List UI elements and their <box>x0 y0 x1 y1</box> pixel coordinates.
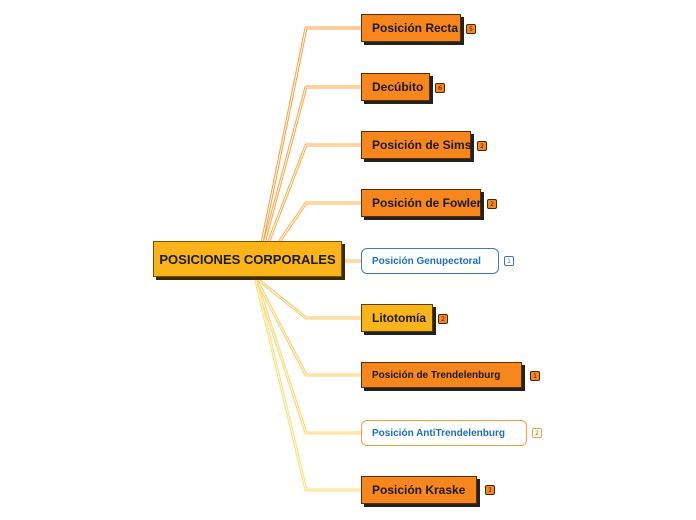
branch-posicion-de-fowler[interactable]: Posición de Fowler <box>361 189 481 217</box>
branch-label: Litotomía <box>372 311 426 325</box>
count-badge: 5 <box>466 24 476 34</box>
branch-litotomia[interactable]: Litotomía <box>361 304 433 332</box>
branch-posicion-recta[interactable]: Posición Recta <box>361 14 461 42</box>
root-label: POSICIONES CORPORALES <box>159 251 336 267</box>
branch-posicion-genupectoral[interactable]: Posición Genupectoral <box>361 248 499 274</box>
connector-highlight <box>254 276 361 491</box>
connector-highlight <box>254 86 361 278</box>
branch-label: Posición Kraske <box>372 483 466 497</box>
branch-label: Posición Recta <box>372 21 459 35</box>
connector-highlight <box>254 276 361 319</box>
count-badge: 1 <box>485 485 495 495</box>
connector-highlight <box>254 276 361 434</box>
branch-label: Posición AntiTrendelenburg <box>372 427 505 439</box>
root-node[interactable]: POSICIONES CORPORALES <box>153 241 342 277</box>
connector-highlight <box>254 276 361 376</box>
count-badge: 2 <box>438 314 448 324</box>
count-badge: 1 <box>530 371 540 381</box>
branch-posicion-de-trendelenburg[interactable]: Posición de Trendelenburg <box>361 362 522 388</box>
connector-highlight <box>254 144 361 278</box>
count-badge: 2 <box>487 199 497 209</box>
branch-label: Posición de Sims <box>372 138 472 152</box>
count-badge: 1 <box>504 256 514 266</box>
count-badge: 2 <box>477 141 487 151</box>
connector-highlight <box>254 27 361 278</box>
connector-line <box>254 275 361 320</box>
branch-posicion-de-sims[interactable]: Posición de Sims <box>361 131 471 159</box>
connector-lines <box>253 26 361 492</box>
branch-label: Posición Genupectoral <box>372 255 481 267</box>
branch-label: Decúbito <box>372 80 424 94</box>
branch-posicion-kraske[interactable]: Posición Kraske <box>361 476 477 504</box>
count-badge: 2 <box>532 428 542 438</box>
connector-line <box>253 276 361 435</box>
count-badge: 6 <box>435 83 445 93</box>
branch-posicion-antitrendelenburg[interactable]: Posición AntiTrendelenburg <box>361 420 527 446</box>
branch-label: Posición de Trendelenburg <box>372 369 501 381</box>
branch-label: Posición de Fowler <box>372 196 482 210</box>
branch-decubito[interactable]: Decúbito <box>361 73 430 101</box>
